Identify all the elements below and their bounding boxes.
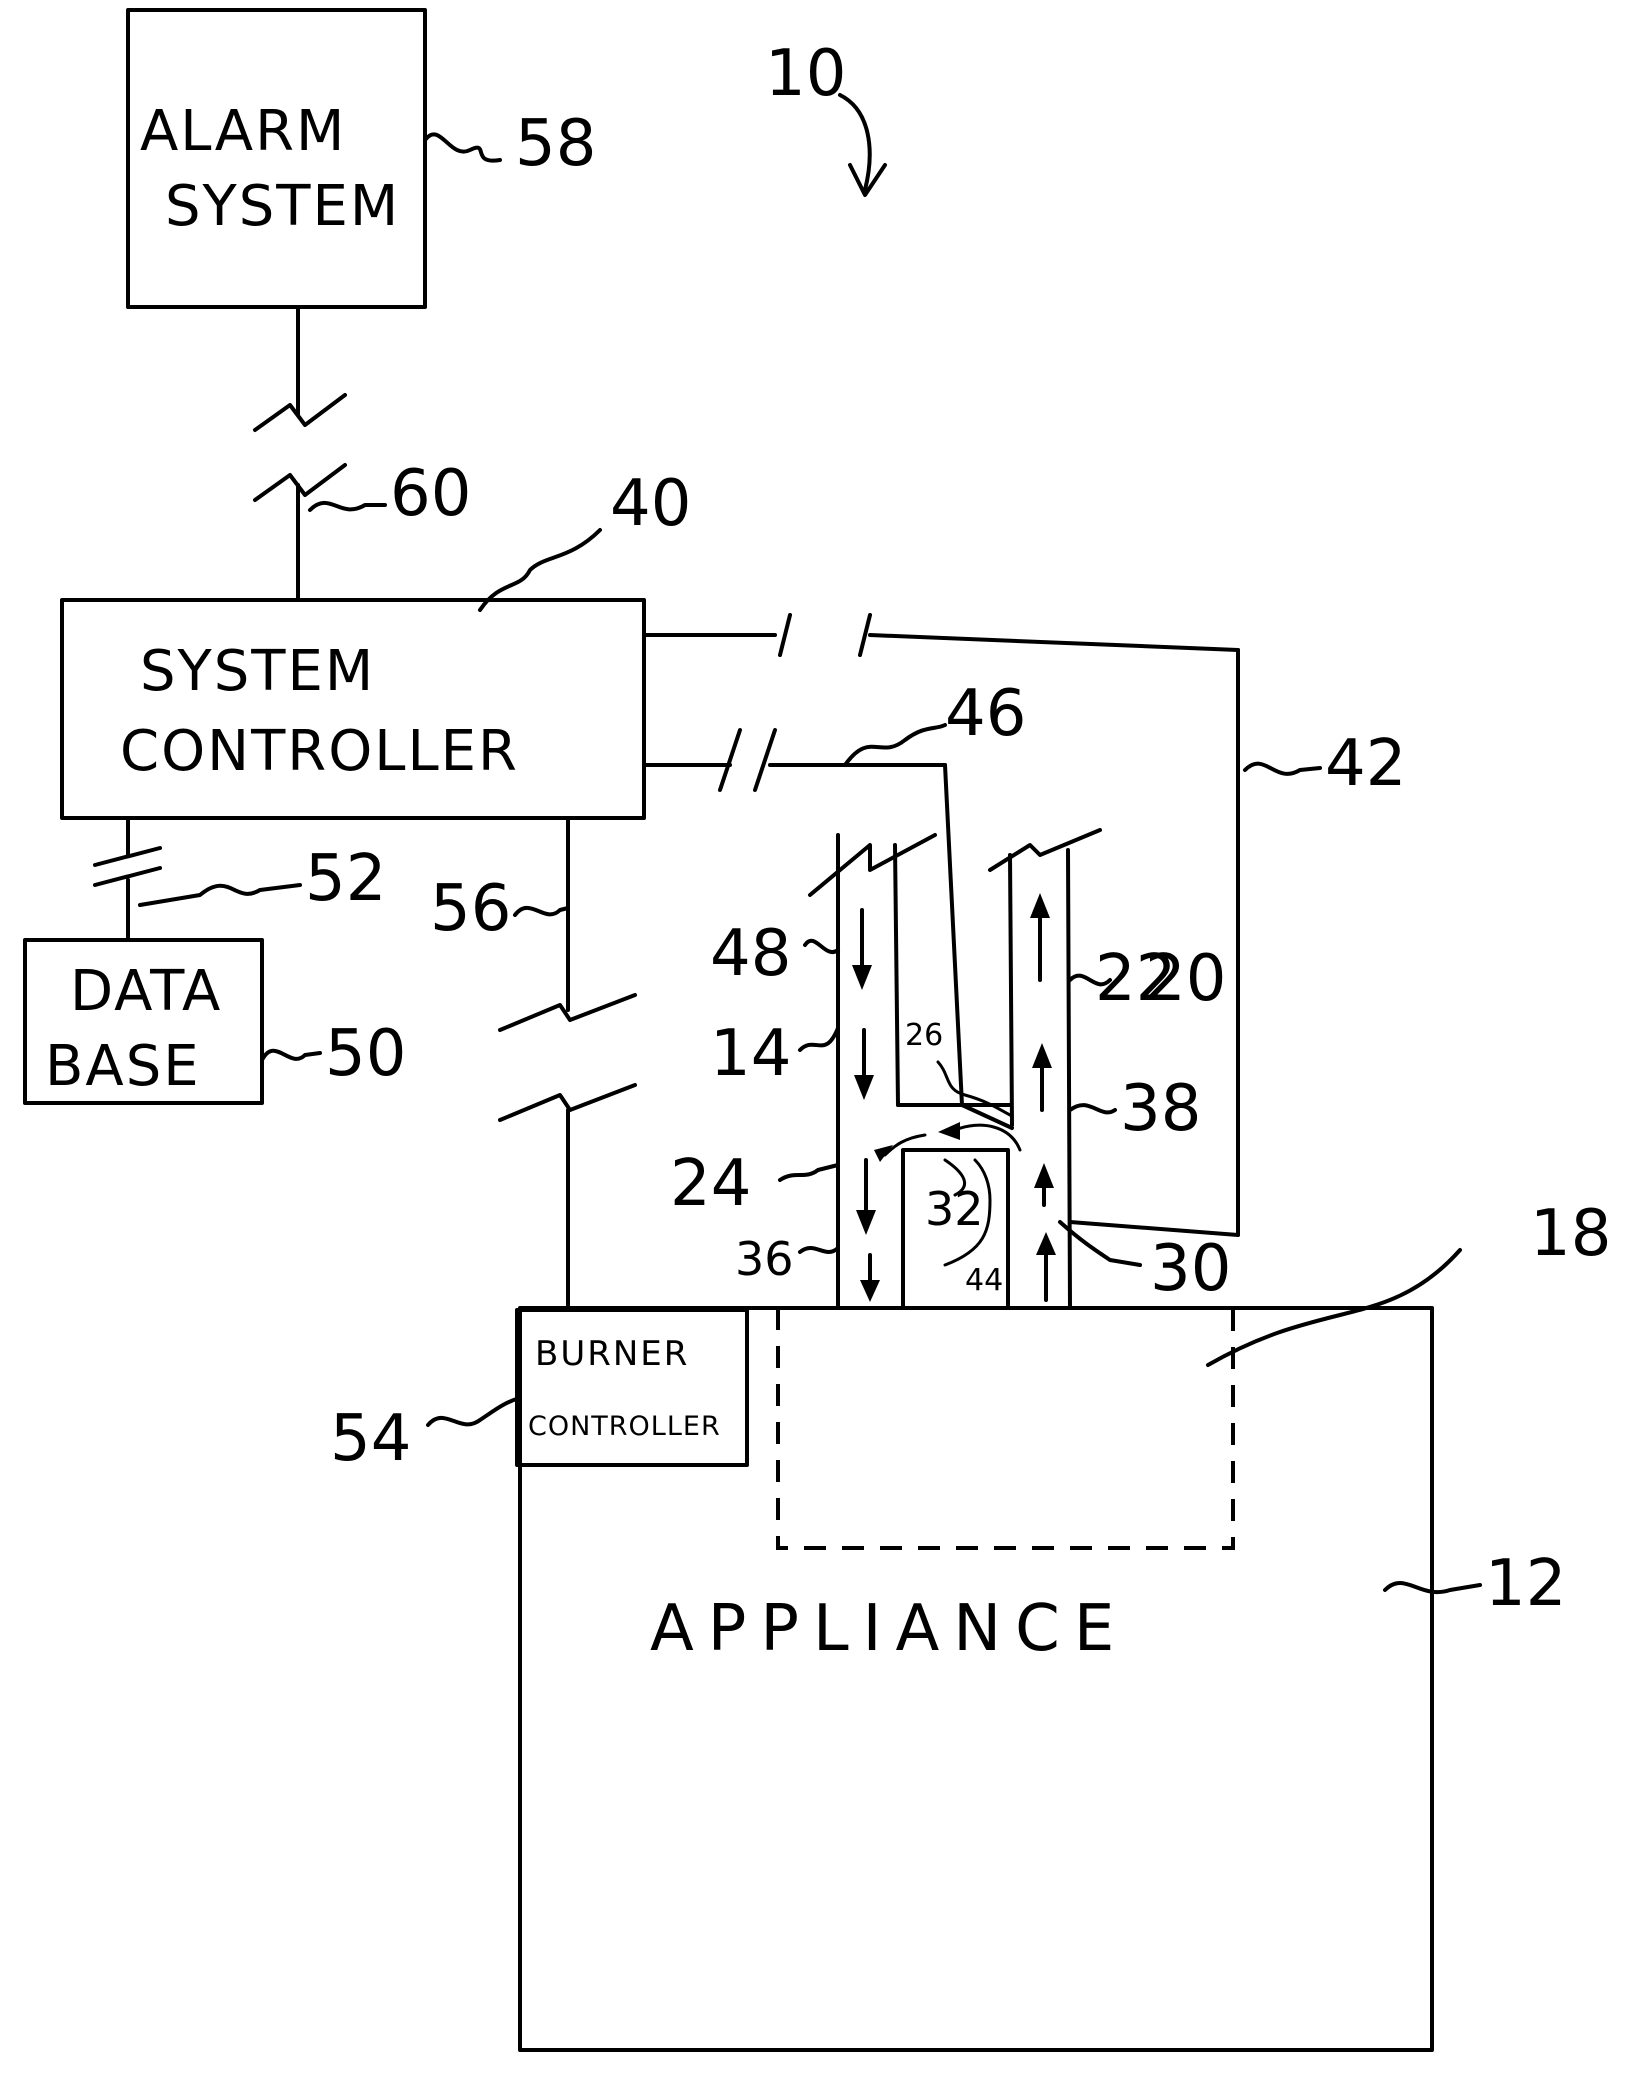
leader-46: [845, 725, 945, 765]
line-46-vertical: [945, 765, 962, 1105]
supply-duct-break: [810, 835, 935, 895]
down-arrowhead-4: [860, 1280, 880, 1302]
ref-36: 36: [735, 1232, 794, 1286]
recirculation-arrows: [874, 1122, 1020, 1162]
link-60: 60: [255, 307, 471, 600]
ref-38: 38: [1120, 1072, 1201, 1146]
ref-24: 24: [670, 1147, 751, 1221]
exhaust-flow-arrows: [1030, 893, 1056, 1300]
ref-60: 60: [390, 457, 471, 531]
ref-44: 44: [965, 1263, 1003, 1298]
leader-36: [800, 1248, 838, 1252]
ref-26: 26: [905, 1018, 943, 1053]
figure-ref-label: 10: [765, 37, 846, 111]
ref-14: 14: [710, 1017, 791, 1091]
ref-56: 56: [430, 872, 511, 946]
down-arrowhead-2: [854, 1075, 874, 1100]
leader-56: [515, 908, 568, 915]
alarm-system-line2: SYSTEM: [165, 174, 400, 239]
down-arrowhead-1: [852, 965, 872, 990]
leader-38: [1070, 1105, 1115, 1112]
line-46-breaks: [720, 730, 775, 790]
region-18-dashed-rect: [778, 1308, 1233, 1548]
leader-26: [938, 1062, 1010, 1115]
supply-flow-arrows: [852, 910, 880, 1302]
alarm-system-line1: ALARM: [140, 99, 346, 164]
leader-54: [428, 1398, 520, 1425]
burner-controller-line2: CONTROLLER: [528, 1411, 721, 1442]
database-box: DATA BASE 50: [25, 940, 406, 1103]
ref-48: 48: [710, 917, 791, 991]
down-arrowhead-3: [856, 1210, 876, 1235]
database-line1: DATA: [70, 959, 222, 1024]
line-46: 46: [644, 677, 1026, 1105]
appliance-label: APPLIANCE: [650, 1592, 1128, 1666]
system-controller-rect: [62, 600, 644, 818]
exhaust-duct-break: [990, 830, 1100, 870]
recirc-head-2: [874, 1145, 893, 1162]
ref-50: 50: [325, 1017, 406, 1091]
ref-40: 40: [610, 467, 691, 541]
system-controller-line1: SYSTEM: [140, 639, 375, 704]
exhaust-duct-inner-wall: [1010, 855, 1012, 1125]
up-arrowhead-3: [1034, 1163, 1054, 1188]
leader-58: [425, 134, 500, 160]
leader-14: [800, 1028, 838, 1050]
ref-54: 54: [330, 1402, 411, 1476]
ref-46: 46: [945, 677, 1026, 751]
up-arrowhead-2: [1032, 1043, 1052, 1068]
figure-ref-10: 10: [765, 37, 885, 195]
line-42-breaks: [780, 615, 870, 655]
database-line2: BASE: [45, 1034, 201, 1099]
line-42-seg2: [870, 635, 1238, 650]
ref-18: 18: [1530, 1197, 1611, 1271]
ref-20: 20: [1145, 942, 1226, 1016]
leader-24: [780, 1165, 838, 1180]
ref-30: 30: [1150, 1232, 1231, 1306]
burner-controller-line1: BURNER: [535, 1334, 689, 1374]
ref-32: 32: [925, 1182, 984, 1236]
link-56: 56: [430, 818, 635, 1310]
ref-12: 12: [1485, 1547, 1566, 1621]
up-arrowhead-4: [1036, 1232, 1056, 1255]
leader-60: [310, 503, 385, 510]
link-52: 52: [95, 818, 386, 940]
leader-52: [140, 885, 300, 905]
leader-50: [262, 1051, 320, 1060]
system-controller-box: SYSTEM CONTROLLER 40: [62, 467, 691, 818]
system-controller-line2: CONTROLLER: [120, 719, 519, 784]
exhaust-duct-outer-wall: [1068, 850, 1070, 1308]
leader-42: [1245, 764, 1320, 774]
ref-52: 52: [305, 842, 386, 916]
alarm-system-box: ALARM SYSTEM 58: [128, 10, 596, 307]
up-arrowhead-1: [1030, 893, 1050, 918]
ref-42: 42: [1325, 727, 1406, 801]
burner-controller-box: BURNER CONTROLLER 54: [330, 1310, 747, 1476]
leader-48: [805, 941, 838, 952]
recirc-head-1: [938, 1122, 960, 1140]
ref-58: 58: [515, 107, 596, 181]
supply-duct-inner-wall: [895, 845, 898, 1105]
